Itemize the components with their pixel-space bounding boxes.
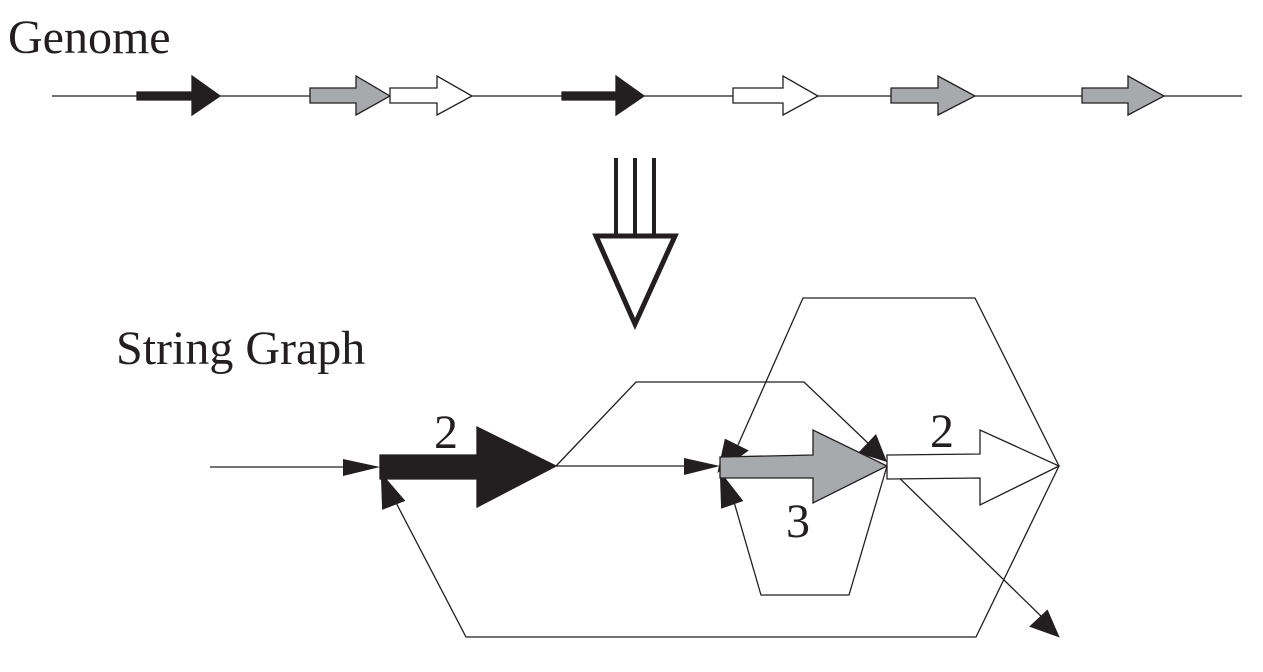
- node-gray: [719, 428, 889, 505]
- edge-white-to-black: [391, 465, 1060, 638]
- genome-title: Genome: [8, 11, 171, 64]
- edge-black-to-white: [555, 381, 871, 467]
- genome-repeat-4-black: [561, 74, 646, 117]
- node-gray-multiplicity: 3: [786, 495, 810, 548]
- edge-exit: [886, 465, 1046, 621]
- genome-repeat-5-white: [732, 74, 820, 117]
- string-graph-title: String Graph: [116, 322, 365, 375]
- genome-repeat-7-gray: [1081, 74, 1166, 117]
- node-black-multiplicity: 2: [434, 406, 458, 459]
- node-black: [379, 425, 558, 509]
- edge-black-to-gray-arrowhead: [684, 458, 720, 475]
- node-white: [886, 428, 1061, 507]
- edge-white-to-gray: [737, 297, 1060, 467]
- genome-repeat-1-black: [136, 74, 222, 117]
- genome-repeats: [136, 74, 1166, 117]
- edge-entry-arrowhead: [343, 459, 380, 476]
- transform-arrow: [592, 158, 679, 331]
- genome-repeat-3-white: [389, 74, 474, 117]
- graph-nodes: [379, 425, 1061, 509]
- node-white-multiplicity: 2: [930, 405, 954, 458]
- edge-gray-self-loop: [731, 465, 888, 596]
- genome-repeat-2-gray: [309, 74, 392, 117]
- edge-white-to-black-arrowhead: [380, 472, 406, 510]
- edge-gray-self-loop-arrowhead: [719, 470, 744, 509]
- edge-exit-arrowhead: [1029, 609, 1060, 638]
- genome-repeat-6-gray: [890, 74, 977, 117]
